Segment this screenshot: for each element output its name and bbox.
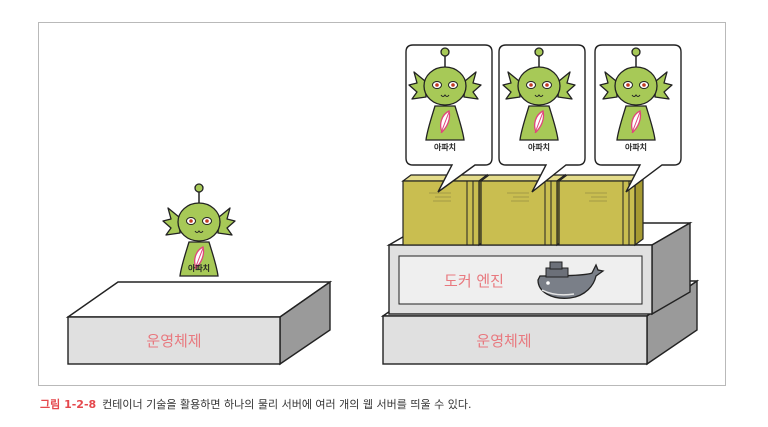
container-bubble-3: 아파치 (594, 44, 682, 193)
container-crate-2 (480, 174, 566, 246)
figure-caption: 그림 1-2-8 컨테이너 기술을 활용하면 하나의 물리 서버에 여러 개의 웹… (40, 396, 471, 412)
docker-whale-icon (537, 261, 605, 299)
figure-caption-text: 컨테이너 기술을 활용하면 하나의 물리 서버에 여러 개의 웹 서버를 띄울 … (102, 398, 472, 411)
left-apache-mascot: 아파치 (162, 183, 236, 277)
container-bubble-1: 아파치 (405, 44, 493, 193)
container-3-mascot-label: 아파치 (625, 142, 647, 152)
container-1-mascot-label: 아파치 (434, 142, 456, 152)
figure-number: 그림 1-2-8 (40, 398, 97, 411)
container-2-mascot-label: 아파치 (528, 142, 550, 152)
figure-frame (38, 22, 726, 386)
container-bubble-2: 아파치 (498, 44, 586, 193)
left-os-platform: 운영체제 (65, 280, 333, 366)
left-mascot-label: 아파치 (188, 263, 210, 273)
right-os-label: 운영체제 (476, 332, 531, 350)
left-os-label: 운영체제 (146, 332, 201, 350)
docker-engine-label: 도커 엔진 (444, 272, 504, 290)
